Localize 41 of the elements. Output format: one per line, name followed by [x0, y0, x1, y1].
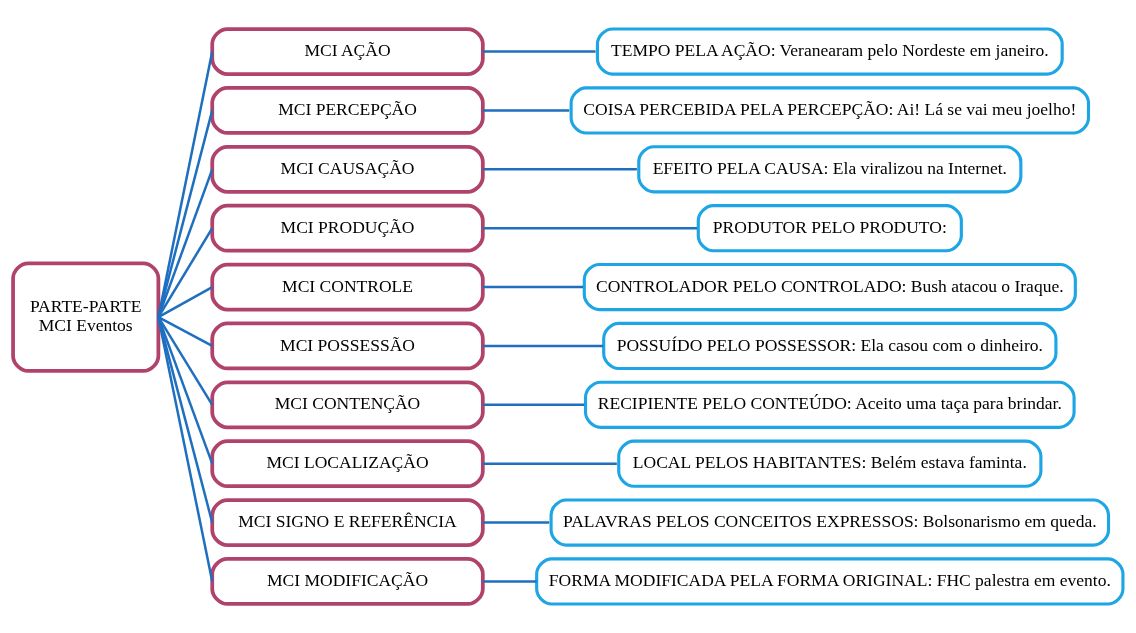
connector — [157, 51, 214, 318]
node-box: MCI LOCALIZAÇÃO — [210, 439, 485, 489]
node-box: PALAVRAS PELOS CONCEITOS EXPRESSOS: Bolsonarismo em queda. — [549, 498, 1111, 547]
connector — [157, 316, 214, 465]
connector — [482, 168, 637, 171]
connector — [482, 50, 596, 53]
node-box: LOCAL PELOS HABITANTES: Belém estava faminta. — [617, 439, 1043, 488]
connector — [157, 227, 214, 318]
node-box: MCI AÇÃO — [210, 27, 485, 76]
node-box: MCI POSSESSÃO — [210, 321, 485, 371]
connector — [157, 285, 213, 319]
connector — [157, 168, 214, 318]
node-box: EFEITO PELA CAUSA: Ela viralizou na Internet. — [637, 145, 1023, 194]
node-box: MCI SIGNO E REFERÊNCIA — [210, 498, 485, 547]
connector — [482, 344, 604, 348]
node-box: COISA PERCEBIDA PELA PERCEPÇÃO: Ai! Lá se vai meu joelho! — [569, 86, 1091, 135]
connector — [157, 316, 213, 348]
node-box: POSSUÍDO PELO POSSESSOR: Ela casou com o dinheiro. — [602, 321, 1058, 371]
connector — [157, 316, 214, 406]
connector — [482, 403, 585, 407]
node-box: MCI CAUSAÇÃO — [210, 144, 485, 194]
connector — [157, 316, 214, 582]
node-box: MCI PERCEPÇÃO — [210, 86, 485, 135]
connector — [482, 285, 584, 289]
node-box: PRODUTOR PELO PRODUTO: — [696, 204, 963, 253]
connector — [482, 109, 570, 112]
node-box: MCI MODIFICAÇÃO — [210, 557, 485, 606]
node-box: FORMA MODIFICADA PELA FORMA ORIGINAL: FHC palestra em evento. — [535, 557, 1125, 606]
connector — [482, 580, 537, 583]
node-box: TEMPO PELA AÇÃO: Veranearam pelo Nordeste em janeiro. — [595, 27, 1064, 76]
node-box: MCI CONTENÇÃO — [210, 380, 485, 430]
connector — [157, 316, 214, 523]
node-box: CONTROLADOR PELO CONTROLADO: Bush atacou o Iraque. — [582, 262, 1077, 312]
connector — [482, 462, 617, 465]
node-box: MCI PRODUÇÃO — [210, 203, 485, 253]
node-box: PARTE-PARTE MCI Eventos — [11, 261, 161, 373]
connector — [482, 521, 550, 524]
connector — [482, 226, 698, 230]
connector — [157, 110, 214, 318]
node-box: MCI CONTROLE — [210, 262, 485, 312]
node-box: RECIPIENTE PELO CONTEÚDO: Aceito uma taça para brindar. — [583, 380, 1076, 429]
